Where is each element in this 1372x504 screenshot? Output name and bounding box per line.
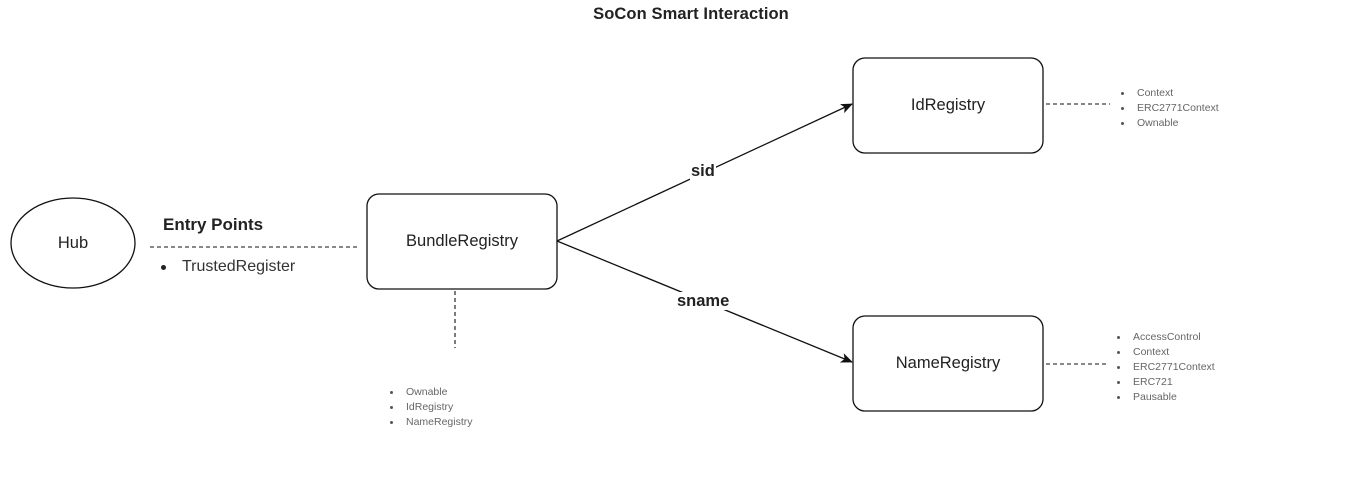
name-registry-dep-item: Context (1115, 345, 1215, 360)
entry-points-list: TrustedRegister (160, 257, 295, 277)
id-registry-dep-item: ERC2771Context (1119, 101, 1219, 116)
name-registry-dep-item: AccessControl (1115, 330, 1215, 345)
name-registry-node-label: NameRegistry (895, 354, 1001, 372)
id-registry-dep-item: Context (1119, 86, 1219, 101)
hub-node-label: Hub (57, 233, 89, 252)
sid-edge-label: sid (690, 162, 716, 180)
bundle-registry-dep-item: IdRegistry (388, 400, 473, 415)
sname-edge-label: sname (676, 292, 731, 310)
entry-point-item: TrustedRegister (160, 257, 295, 277)
bundle-registry-deps-list: Ownable IdRegistry NameRegistry (388, 385, 473, 430)
name-registry-node-shape (852, 315, 1044, 412)
name-registry-dep-item: ERC2771Context (1115, 360, 1215, 375)
id-registry-deps-list: Context ERC2771Context Ownable (1119, 86, 1219, 131)
entry-points-title: Entry Points (163, 215, 264, 234)
bundle-registry-node-label: BundleRegistry (406, 232, 518, 250)
bundle-registry-dep-item: Ownable (388, 385, 473, 400)
name-registry-dep-item: Pausable (1115, 390, 1215, 405)
hub-node-shape (10, 197, 136, 289)
id-registry-node-shape (852, 57, 1044, 154)
diagram-title: SoCon Smart Interaction (593, 5, 789, 23)
name-registry-dep-item: ERC721 (1115, 375, 1215, 390)
id-registry-dep-item: Ownable (1119, 116, 1219, 131)
id-registry-node-label: IdRegistry (910, 96, 986, 114)
bundle-registry-dep-item: NameRegistry (388, 415, 473, 430)
name-registry-deps-list: AccessControl Context ERC2771Context ERC… (1115, 330, 1215, 405)
